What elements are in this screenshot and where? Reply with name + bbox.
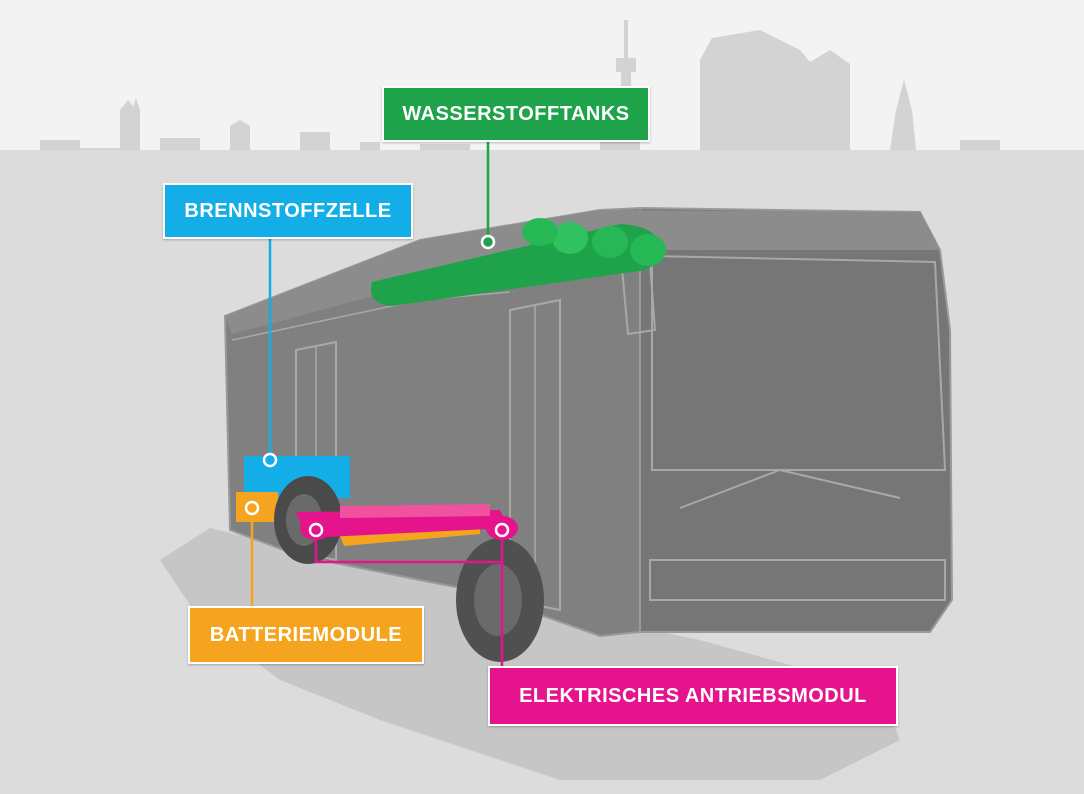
anchor-dot-electric-drive-front <box>496 524 508 536</box>
label-hydrogen-tanks: WASSERSTOFFTANKS <box>382 86 650 142</box>
anchor-dot-hydrogen-tanks <box>482 236 494 248</box>
front-wheel <box>456 538 544 662</box>
label-fuel-cell: BRENNSTOFFZELLE <box>163 183 413 239</box>
label-battery-modules: BATTERIEMODULE <box>188 606 424 664</box>
label-electric-drive: ELEKTRISCHES ANTRIEBSMODUL <box>488 666 898 726</box>
anchor-dot-fuel-cell <box>264 454 276 466</box>
anchor-dot-electric-drive-rear <box>310 524 322 536</box>
anchor-dot-battery-modules <box>246 502 258 514</box>
